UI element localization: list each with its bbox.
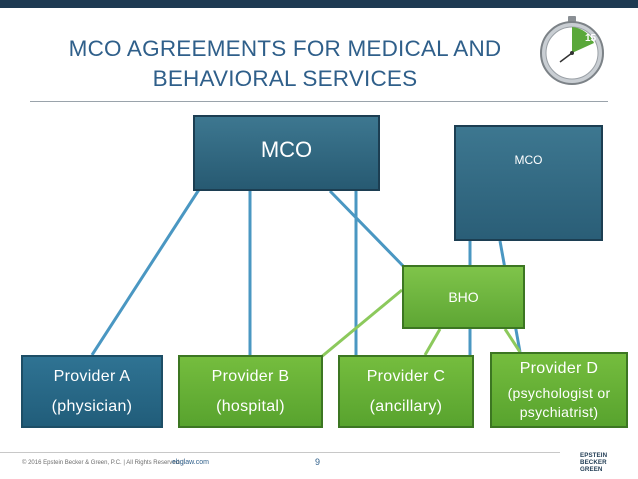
provider-d-desc: (psychologist or psychiatrist) xyxy=(507,384,611,420)
provider-a-name: Provider A xyxy=(53,367,131,385)
footer-divider xyxy=(0,452,560,453)
mco-main-box: MCO xyxy=(193,115,380,191)
provider-a-box: Provider A (physician) xyxy=(21,355,163,428)
logo-line-3: GREEN xyxy=(580,466,603,473)
provider-b-box: Provider B (hospital) xyxy=(178,355,323,428)
logo-line-2: BECKER xyxy=(580,459,607,466)
line-bho-provider-c xyxy=(423,328,442,356)
line-bho-provider-d xyxy=(503,328,522,353)
bho-label: BHO xyxy=(448,289,479,305)
provider-d-name: Provider D xyxy=(519,359,599,377)
top-bar xyxy=(0,0,638,8)
line-bho-provider-b xyxy=(319,288,403,360)
footer-copyright: © 2016 Epstein Becker & Green, P.C. | Al… xyxy=(22,460,184,466)
logo-line-1: EPSTEIN xyxy=(580,452,608,459)
line-mco-bho xyxy=(328,189,410,273)
line-mco-provider-a xyxy=(90,187,202,356)
provider-c-name: Provider C xyxy=(366,367,446,385)
mco-secondary-box: MCO xyxy=(454,125,603,241)
title-line-2: BEHAVIORAL SERVICES xyxy=(152,66,418,91)
provider-c-desc: (ancillary) xyxy=(369,397,443,415)
footer-website-link[interactable]: ebglaw.com xyxy=(172,459,209,466)
timer-label: 15 xyxy=(585,33,597,44)
mco-secondary-label: MCO xyxy=(514,153,543,167)
provider-b-name: Provider B xyxy=(211,367,290,385)
firm-logo: EPSTEIN BECKER GREEN xyxy=(580,452,618,474)
page-number: 9 xyxy=(315,457,321,467)
slide-title: MCO AGREEMENTS FOR MEDICAL AND BEHAVIORA… xyxy=(40,34,530,94)
stopwatch-icon: 15 xyxy=(540,16,604,85)
provider-b-desc: (hospital) xyxy=(216,397,285,415)
mco-main-label: MCO xyxy=(260,137,313,162)
title-divider xyxy=(30,101,608,102)
provider-c-box: Provider C (ancillary) xyxy=(338,355,474,428)
provider-d-box: Provider D (psychologist or psychiatrist… xyxy=(490,352,628,428)
title-line-1: MCO AGREEMENTS FOR MEDICAL AND xyxy=(68,36,502,61)
bho-box: BHO xyxy=(402,265,525,329)
provider-a-desc: (physician) xyxy=(51,397,133,415)
